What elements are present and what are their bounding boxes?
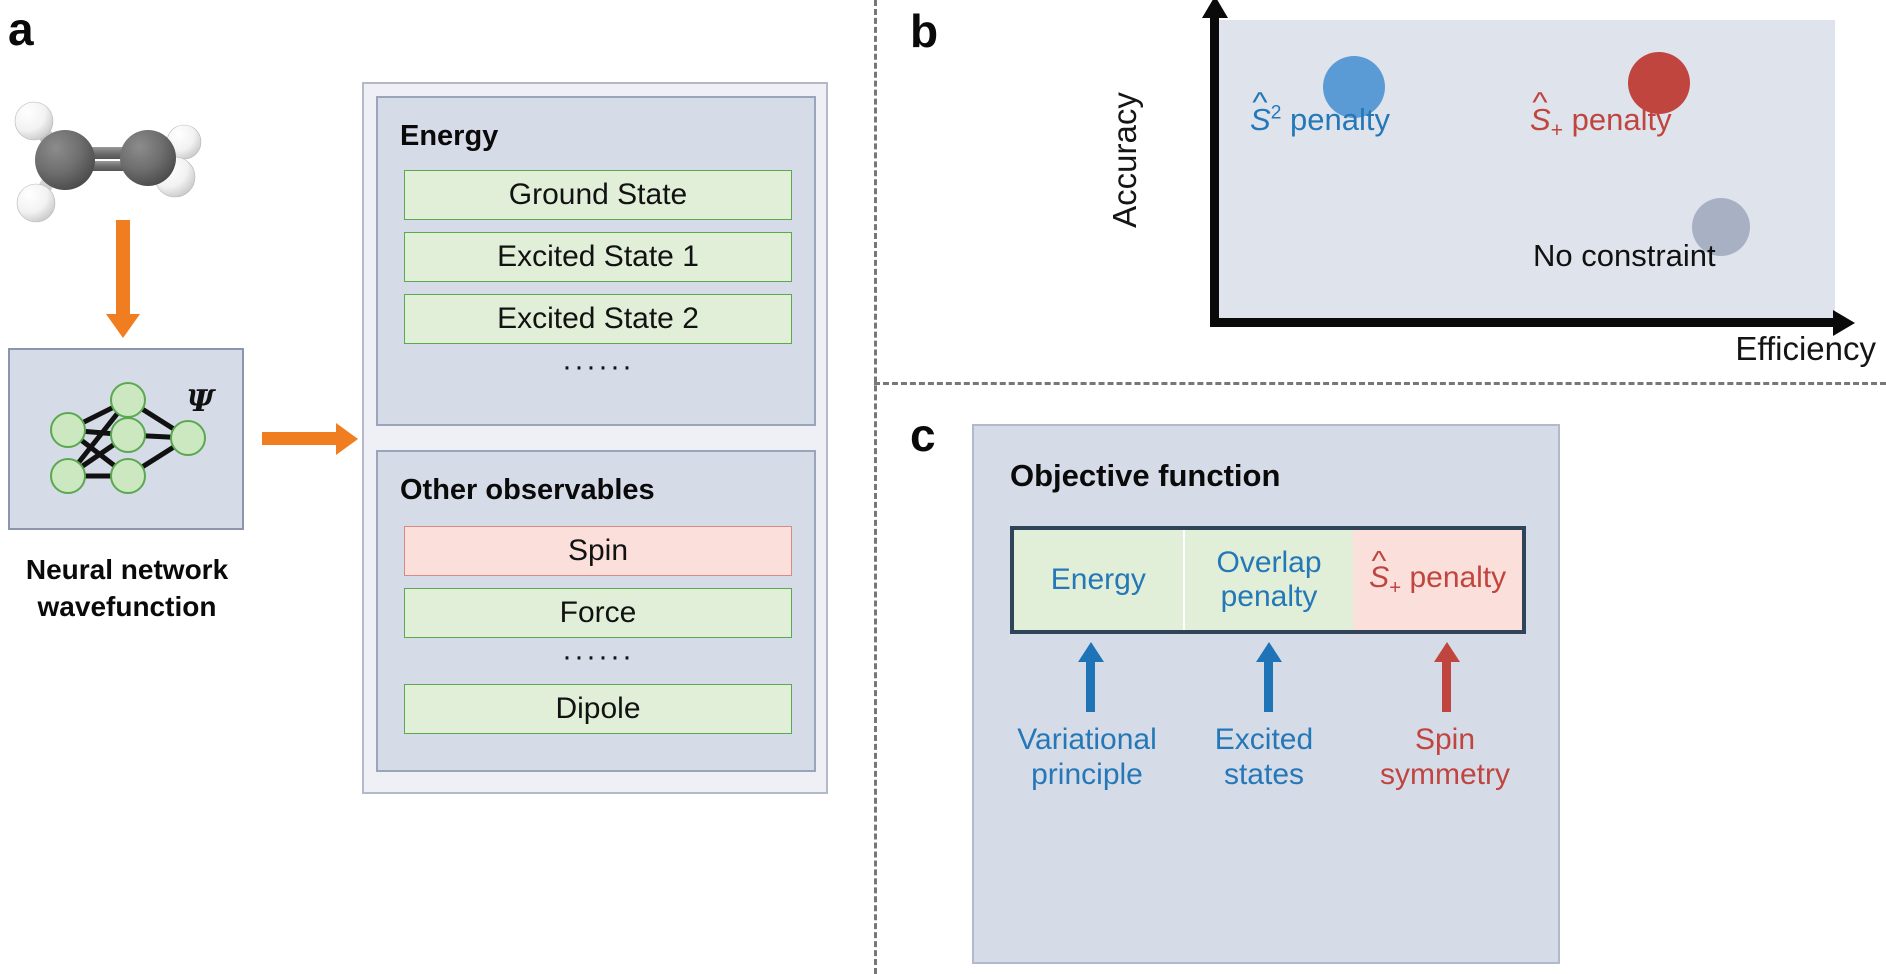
arrow-shaft [1264, 658, 1273, 712]
horizontal-separator [874, 382, 1886, 385]
observable-item-dipole[interactable]: Dipole [404, 684, 792, 734]
point-splus-penalty[interactable] [1628, 52, 1690, 114]
footer-variational-principle: Variational principle [1017, 723, 1157, 792]
ethylene-molecule-image [8, 70, 278, 270]
wavefunction-symbol: Ψ [186, 384, 214, 419]
footer-excited-states: Excited states [1214, 723, 1314, 792]
arrow-spin-symmetry [1433, 642, 1460, 712]
point-no-constraint[interactable] [1692, 198, 1750, 256]
axis-arrow-up-icon [1201, 0, 1228, 18]
panel-letter-b: b [910, 5, 938, 57]
footer-spin-symmetry: Spin symmetry [1380, 723, 1510, 792]
efficiency-axis [1210, 309, 1855, 336]
accuracy-axis-label: Accuracy [1106, 92, 1143, 228]
arrow-network-to-observables [262, 422, 358, 455]
panel-letter-a: a [8, 3, 34, 55]
vertical-separator [874, 0, 877, 974]
observable-item-spin[interactable]: Spin [404, 526, 792, 576]
other-observables-ellipsis: ······ [562, 640, 634, 673]
arrow-head-right-icon [336, 422, 358, 455]
energy-item-excited-state-1[interactable]: Excited State 1 [404, 232, 792, 282]
efficiency-axis-label: Efficiency [1735, 330, 1876, 367]
energy-group-title: Energy [400, 120, 499, 152]
arrow-excited-states [1255, 642, 1282, 712]
label-splus-penalty: S+ penalty [1530, 102, 1672, 143]
arrow-shaft [1442, 658, 1451, 712]
arrow-head-down-icon [106, 314, 140, 338]
energy-item-ground-state[interactable]: Ground State [404, 170, 792, 220]
other-observables-group: Other observables Spin Force ······ Dipo… [376, 450, 816, 772]
objective-segment-energy[interactable]: Energy [1014, 530, 1183, 630]
objective-function-box: Objective function Energy Overlap penalt… [972, 424, 1560, 964]
observables-container: Energy Ground State Excited State 1 Exci… [362, 82, 828, 794]
arrow-shaft [1086, 658, 1095, 712]
neural-network-box: Ψ [8, 348, 244, 530]
arrow-variational-principle [1077, 642, 1104, 712]
neural-network-caption: Neural network wavefunction [25, 554, 229, 622]
point-s2-penalty[interactable] [1323, 56, 1385, 118]
panel-letter-c: c [910, 409, 936, 461]
energy-group: Energy Ground State Excited State 1 Exci… [376, 96, 816, 426]
neural-network-graph [50, 382, 206, 494]
arrow-head-up-icon [1077, 642, 1104, 662]
molecule-svg [14, 101, 202, 223]
objective-function-title: Objective function [1010, 458, 1281, 493]
accuracy-efficiency-plot-area [1215, 20, 1835, 325]
other-observables-title: Other observables [400, 474, 655, 506]
arrow-molecule-to-network [106, 220, 140, 338]
axis-arrow-right-icon [1833, 309, 1855, 336]
label-no-constraint: No constraint [1533, 238, 1716, 273]
energy-item-excited-state-2[interactable]: Excited State 2 [404, 294, 792, 344]
observable-item-force[interactable]: Force [404, 588, 792, 638]
objective-function-bar: Energy Overlap penalty S+ penalty [1010, 526, 1526, 634]
objective-segment-splus-penalty[interactable]: S+ penalty [1353, 530, 1523, 630]
objective-segment-overlap-penalty[interactable]: Overlap penalty [1182, 530, 1354, 630]
accuracy-axis [1201, 0, 1228, 326]
label-s2-penalty: S2 penalty [1250, 102, 1390, 138]
energy-group-ellipsis: ······ [562, 350, 634, 383]
arrow-head-up-icon [1255, 642, 1282, 662]
arrow-head-up-icon [1433, 642, 1460, 662]
